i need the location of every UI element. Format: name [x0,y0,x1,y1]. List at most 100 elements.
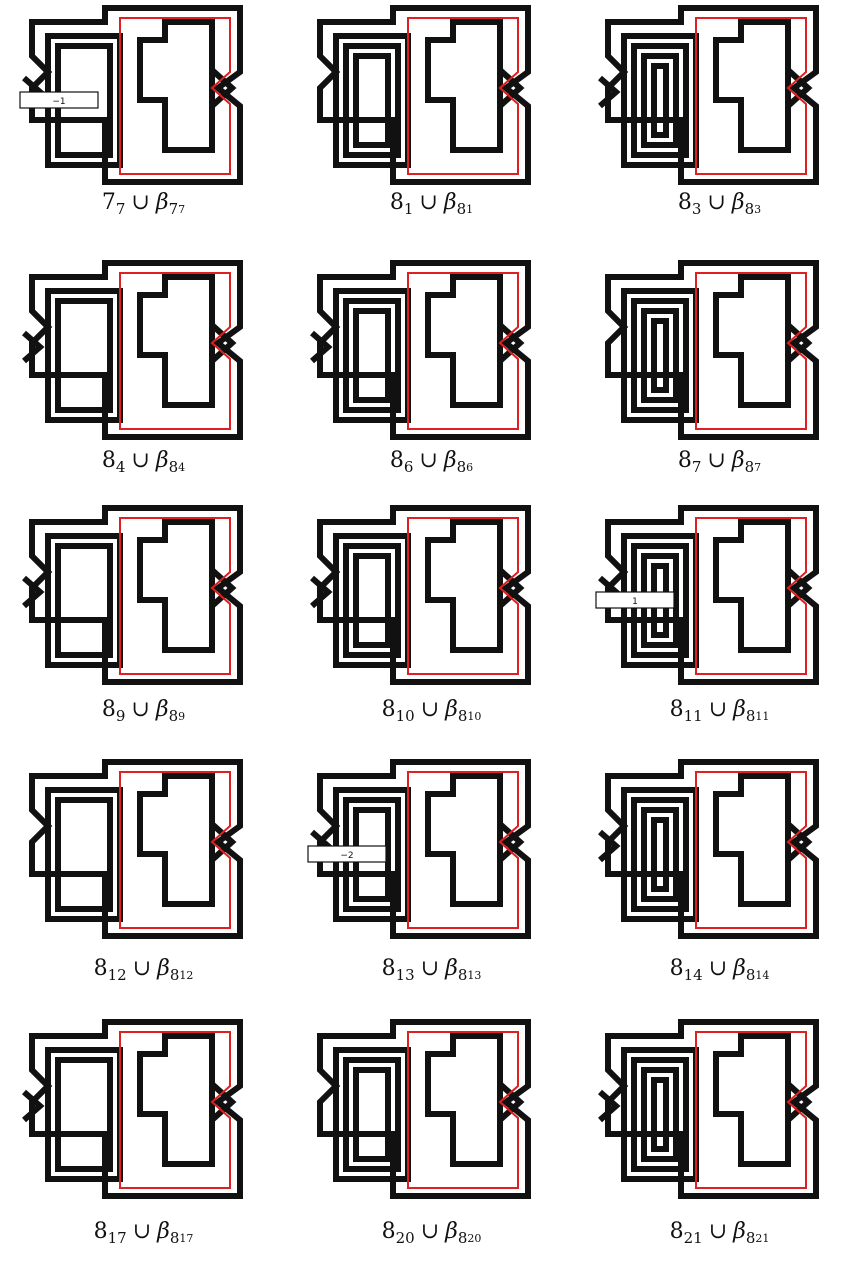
link-strand [428,22,500,150]
beta-subsub: 6 [466,461,473,474]
knot-diagram: −1 [0,0,287,215]
diagram-caption: 81∪β81 [288,190,575,218]
link-strand [140,522,212,650]
beta-sub: 8 [745,200,755,218]
knot-number: 8 [670,697,684,722]
link-strand [356,1070,388,1159]
knot-diagram [288,500,575,715]
knot-number: 8 [678,190,692,215]
knot-number: 8 [382,956,396,981]
union-symbol: ∪ [421,956,439,981]
twist-box-label: −1 [52,97,65,107]
link-strand [140,1036,212,1164]
beta-symbol: β [157,1219,170,1244]
beta-sub: 8 [458,966,468,984]
link-strand [356,556,388,645]
diagram-caption: 821∪β821 [576,1219,863,1247]
knot-number: 8 [94,1219,108,1244]
beta-symbol: β [444,190,457,215]
beta-sub: 7 [169,200,179,218]
diagram-cell: 821∪β821 [576,1014,863,1271]
beta-sub: 8 [169,458,179,476]
diagram-caption: 87∪β87 [576,448,863,476]
beta-subsub: 11 [755,710,769,723]
link-strand [140,776,212,904]
diagram-cell: 83∪β83 [576,0,863,257]
diagram-cell: 817∪β817 [0,1014,287,1271]
beta-symbol: β [157,956,170,981]
knot-number: 8 [382,697,396,722]
beta-sub: 8 [746,707,756,725]
knot-index: 12 [108,966,127,984]
beta-symbol: β [732,448,745,473]
link-strand [654,1080,666,1149]
beta-symbol: β [156,448,169,473]
knot-index: 17 [108,1229,127,1247]
knot-index: 7 [692,458,702,476]
beta-sub: 8 [457,200,467,218]
beta-sub: 8 [458,1229,468,1247]
knot-number: 8 [94,956,108,981]
beta-symbol: β [444,448,457,473]
beta-sub: 8 [746,966,756,984]
knot-index: 14 [684,966,703,984]
knot-number: 8 [670,1219,684,1244]
link-strand [356,56,388,145]
beta-symbol: β [445,697,458,722]
union-symbol: ∪ [709,1219,727,1244]
diagram-caption: 814∪β814 [576,956,863,984]
link-strand [644,1070,676,1159]
beta-subsub: 20 [467,1232,481,1245]
beta-subsub: 3 [754,203,761,216]
link-strand [644,311,676,400]
diagram-cell: 89∪β89 [0,500,287,757]
link-strand [644,56,676,145]
link-strand [644,810,676,899]
knot-index: 11 [684,707,703,725]
twist-box-label: 1 [632,597,638,607]
knot-index: 13 [396,966,415,984]
diagram-cell: −2813∪β813 [288,754,575,1011]
beta-symbol: β [156,190,169,215]
knot-diagram [0,1014,287,1229]
beta-subsub: 10 [467,710,481,723]
beta-sub: 8 [745,458,755,476]
diagram-caption: 820∪β820 [288,1219,575,1247]
diagram-cell: 812∪β812 [0,754,287,1011]
knot-number: 8 [102,697,116,722]
beta-subsub: 9 [178,710,185,723]
union-symbol: ∪ [133,956,151,981]
beta-subsub: 14 [755,969,769,982]
link-strand [716,277,788,405]
diagram-caption: 811∪β811 [576,697,863,725]
diagram-caption: 89∪β89 [0,697,287,725]
beta-sub: 8 [170,1229,180,1247]
diagram-caption: 812∪β812 [0,956,287,984]
diagram-cell: 1811∪β811 [576,500,863,757]
diagram-cell: −1 77∪β77 [0,0,287,257]
beta-subsub: 7 [178,203,185,216]
diagram-cell: 84∪β84 [0,255,287,512]
diagram-cell: 810∪β810 [288,500,575,757]
knot-index: 1 [404,200,414,218]
knot-diagram [0,255,287,470]
diagram-cell: 820∪β820 [288,1014,575,1271]
knot-diagram [288,0,575,215]
diagram-caption: 810∪β810 [288,697,575,725]
union-symbol: ∪ [419,448,437,473]
union-symbol: ∪ [707,190,725,215]
beta-symbol: β [156,697,169,722]
knot-diagram [576,0,863,215]
knot-index: 6 [404,458,414,476]
knot-number: 8 [670,956,684,981]
link-strand [428,776,500,904]
knot-index: 20 [396,1229,415,1247]
link-strand [428,1036,500,1164]
union-symbol: ∪ [709,697,727,722]
diagram-caption: 817∪β817 [0,1219,287,1247]
knot-number: 8 [102,448,116,473]
knot-diagram [0,754,287,969]
diagram-caption: 77∪β77 [0,190,287,218]
beta-sub: 8 [169,707,179,725]
beta-sub: 8 [458,707,468,725]
